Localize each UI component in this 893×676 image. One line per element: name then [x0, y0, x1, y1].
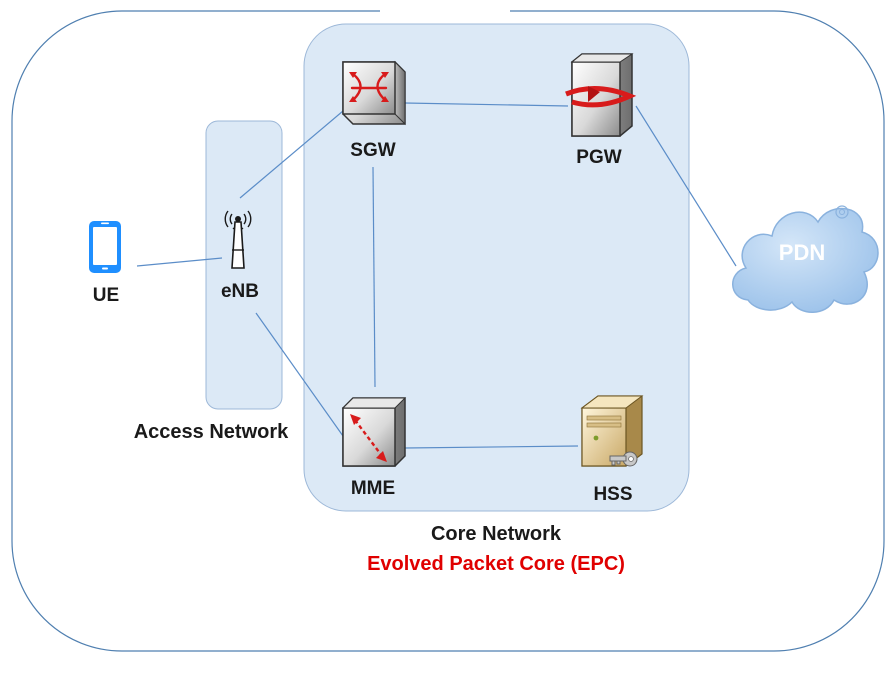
link-sgw-mme	[372, 166, 376, 388]
cloud-icon	[732, 205, 879, 313]
sgw-label: SGW	[350, 140, 396, 161]
hss-label: HSS	[593, 484, 633, 505]
link-enb-mme	[255, 312, 344, 437]
core-network-label: Core Network	[430, 523, 562, 545]
link-mme-hss	[404, 445, 579, 449]
mme-label: MME	[350, 478, 396, 499]
epc-label: Evolved Packet Core (EPC)	[367, 553, 625, 575]
switch-icon	[341, 397, 407, 467]
pdn-label: PDN	[778, 240, 826, 265]
pgw-label: PGW	[576, 147, 622, 168]
gateway-server-icon	[565, 53, 637, 137]
key-server-icon	[580, 395, 644, 467]
link-ue-enb	[136, 257, 223, 267]
link-enb-sgw	[239, 110, 344, 199]
router-icon	[342, 60, 406, 126]
enb-label: eNB	[220, 281, 260, 302]
smartphone-icon	[89, 221, 121, 273]
core-network-region	[303, 23, 690, 512]
antenna-icon	[224, 210, 252, 269]
access-network-label: Access Network	[133, 421, 289, 443]
top-label-fragment	[380, 4, 510, 12]
link-pgw-pdn	[635, 105, 737, 267]
link-sgw-pgw	[404, 102, 569, 107]
ue-label: UE	[92, 285, 120, 306]
